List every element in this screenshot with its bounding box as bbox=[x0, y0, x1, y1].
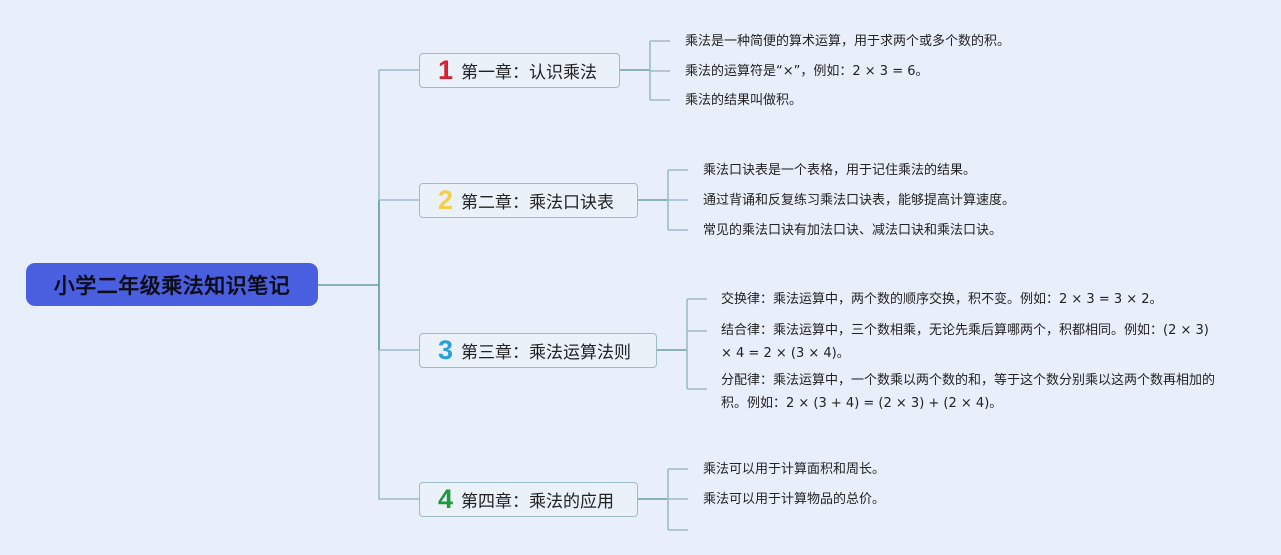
root-topic-title: 小学二年级乘法知识笔记 bbox=[53, 273, 291, 298]
note-2-1[interactable]: 乘法口诀表是一个表格，用于记住乘法的结果。 bbox=[703, 163, 977, 178]
chapter-title: 第二章：乘法口诀表 bbox=[461, 193, 615, 213]
root-topic[interactable]: 小学二年级乘法知识笔记 bbox=[26, 263, 318, 306]
chapter-number-icon: 2 bbox=[438, 185, 454, 215]
chapter-title: 第一章：认识乘法 bbox=[461, 63, 598, 83]
note-4-2[interactable]: 乘法可以用于计算物品的总价。 bbox=[703, 492, 886, 507]
note-1-3[interactable]: 乘法的结果叫做积。 bbox=[685, 93, 803, 108]
note-2-2[interactable]: 通过背诵和反复练习乘法口诀表，能够提高计算速度。 bbox=[703, 193, 1016, 208]
chapter-1-topic[interactable]: 1 第一章：认识乘法 bbox=[419, 53, 620, 88]
chapter-number-icon: 1 bbox=[438, 55, 454, 85]
note-2-3[interactable]: 常见的乘法口诀有加法口诀、减法口诀和乘法口诀。 bbox=[703, 223, 1003, 238]
chapter-title: 第三章：乘法运算法则 bbox=[461, 343, 632, 363]
note-4-1[interactable]: 乘法可以用于计算面积和周长。 bbox=[703, 462, 886, 477]
chapter-2-topic[interactable]: 2 第二章：乘法口诀表 bbox=[419, 183, 638, 218]
note-3-1[interactable]: 交换律：乘法运算中，两个数的顺序交换，积不变。例如：2 × 3 = 3 × 2。 bbox=[721, 292, 1163, 307]
chapter-4-topic[interactable]: 4 第四章：乘法的应用 bbox=[419, 482, 638, 517]
note-3-3[interactable]: 分配律：乘法运算中，一个数乘以两个数的和，等于这个数分别乘以这两个数再相加的积。… bbox=[721, 373, 1216, 411]
chapter-3-topic[interactable]: 3 第三章：乘法运算法则 bbox=[419, 333, 657, 368]
note-3-2[interactable]: 结合律：乘法运算中，三个数相乘，无论先乘后算哪两个，积都相同。例如：(2 × 3… bbox=[721, 323, 1209, 361]
chapter-title: 第四章：乘法的应用 bbox=[461, 492, 615, 512]
note-1-2[interactable]: 乘法的运算符是“×”，例如：2 × 3 = 6。 bbox=[685, 64, 929, 79]
chapter-number-icon: 4 bbox=[438, 484, 454, 514]
note-1-1[interactable]: 乘法是一种简便的算术运算，用于求两个或多个数的积。 bbox=[685, 34, 1011, 49]
chapter-number-icon: 3 bbox=[438, 335, 454, 365]
